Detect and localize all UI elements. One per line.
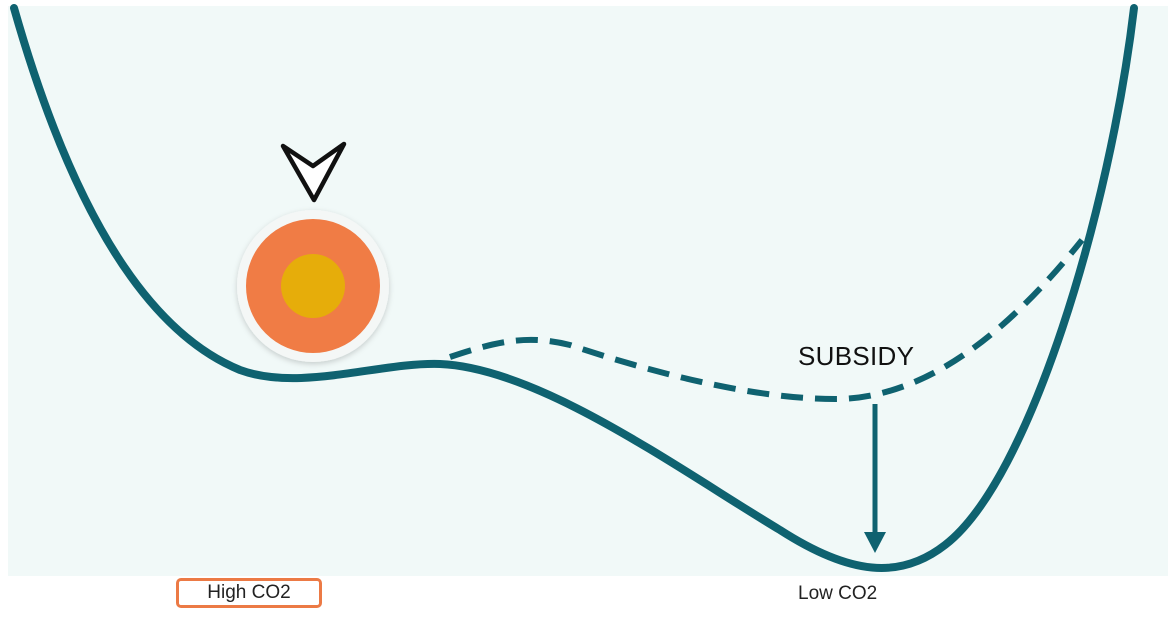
subsidy-dashed-curve [450, 240, 1082, 399]
low-co2-label: Low CO2 [798, 582, 877, 606]
subsidy-arrow-head [864, 532, 886, 553]
subsidy-label: SUBSIDY [798, 341, 914, 372]
ball-icon [237, 210, 389, 362]
ball-inner-core [281, 254, 345, 318]
high-co2-label: High CO2 [176, 578, 322, 608]
pointer-arrow-icon [283, 144, 344, 200]
energy-curve [14, 8, 1134, 568]
